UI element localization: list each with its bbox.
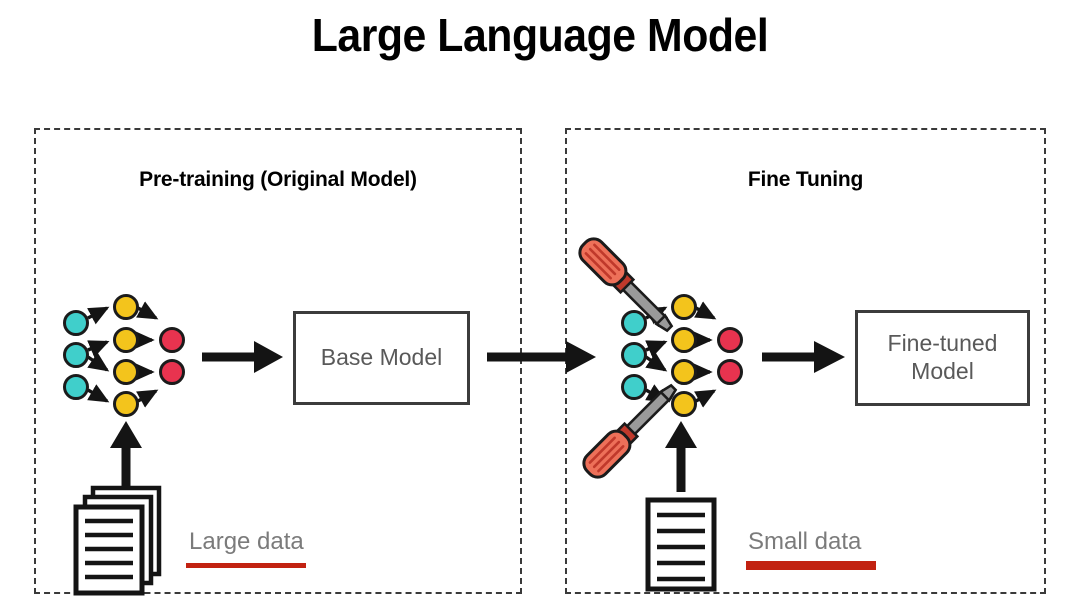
large-data-underline bbox=[186, 563, 306, 568]
panel-right-title: Fine Tuning bbox=[747, 168, 864, 191]
base-model-box: Base Model bbox=[293, 311, 470, 405]
fine-tuned-model-box: Fine-tuned Model bbox=[855, 310, 1030, 406]
fine-tuned-model-label-line2: Model bbox=[911, 358, 974, 384]
small-data-label: Small data bbox=[748, 528, 862, 555]
large-data-label: Large data bbox=[189, 528, 304, 555]
fine-tuned-model-label-line1: Fine-tuned bbox=[887, 330, 998, 357]
panel-left-title: Pre-training (Original Model) bbox=[139, 168, 417, 191]
small-data-underline bbox=[746, 561, 876, 570]
base-model-label: Base Model bbox=[320, 344, 443, 371]
page-title: Large Language Model bbox=[311, 9, 769, 61]
